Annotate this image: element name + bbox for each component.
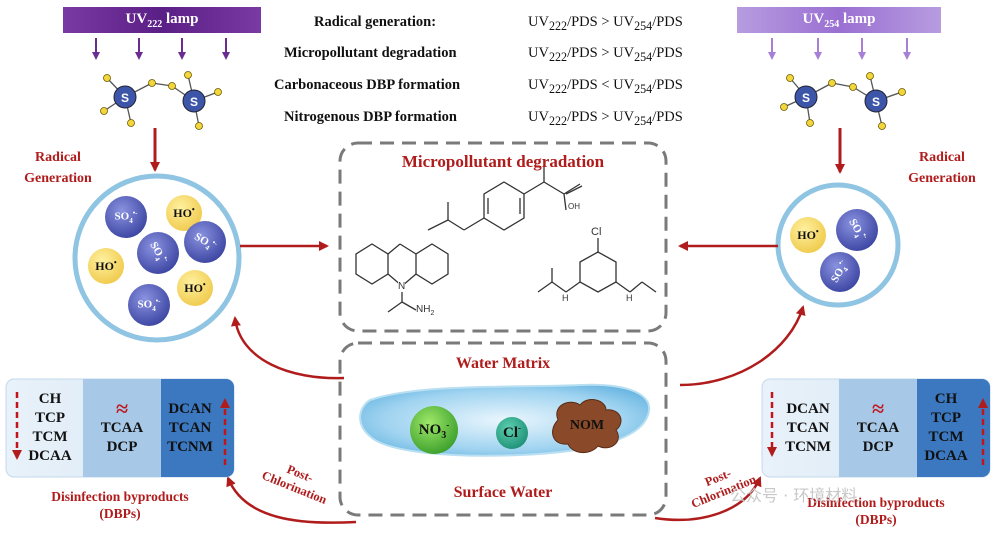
atrazine-h-label-2: H	[626, 293, 633, 303]
so4-radical-label-4: SO4•-	[137, 297, 161, 313]
dbp-caption-right: Disinfection byproducts(DBPs)	[807, 495, 945, 527]
svg-text:S: S	[190, 95, 198, 109]
molecule-atrazine	[537, 238, 657, 293]
right-radicals	[790, 209, 878, 292]
atrazine-h-label-1: H	[562, 293, 569, 303]
micropollutant-box	[338, 141, 668, 333]
comparison-row-2-label: Micropollutant degradation	[284, 45, 457, 61]
molecule-ibuprofen	[427, 166, 583, 231]
arrow-matrix-to-left-circle	[230, 316, 345, 380]
micropollutant-title: Micropollutant degradation	[401, 152, 605, 171]
persulfate-molecule-left: S S	[100, 71, 222, 130]
nitrate-label: NO3-	[418, 420, 450, 441]
carbamazepine-n-label: N	[398, 281, 406, 292]
post-chlorination-arrow-right	[654, 476, 762, 522]
comparison-row-4-label: Nitrogenous DBP formation	[284, 109, 457, 125]
arrow-matrix-to-right-circle	[679, 305, 806, 387]
ibuprofen-oh-label: OH	[568, 202, 580, 211]
uv222-arrows	[92, 38, 230, 60]
uv222-lamp-label: UV222 lamp	[125, 10, 199, 30]
comparison-row-4-value: UV222/PDS > UV254/PDS	[528, 109, 683, 128]
comparison-row-2-value: UV222/PDS > UV254/PDS	[528, 45, 683, 64]
chloride-label: Cl-	[503, 423, 521, 441]
comparison-row-3-label: Carbonaceous DBP formation	[274, 77, 461, 93]
molecule-carbamazepine	[355, 243, 449, 313]
atrazine-cl-label: Cl	[591, 226, 602, 238]
water-matrix-title: Water Matrix	[455, 355, 551, 372]
ho-radical-label-2: HO•	[95, 258, 117, 273]
svg-text:S: S	[121, 91, 129, 105]
left-radicals	[88, 195, 226, 326]
persulfate-molecule-right: S S	[780, 72, 906, 130]
chloride-ion	[496, 417, 528, 449]
carbamazepine-nh2-label: NH2	[416, 304, 435, 317]
dbp-box-left	[5, 378, 235, 478]
svg-text:S: S	[802, 91, 810, 105]
surface-water-label: Surface Water	[453, 484, 553, 501]
uv254-lamp-bar: UV254 lamp	[737, 7, 941, 33]
ho-radical-label-right: HO•	[797, 227, 819, 242]
comparison-row-3-value: UV222/PDS < UV254/PDS	[528, 77, 683, 96]
nitrate-ion	[410, 406, 458, 454]
comparison-row-1-label: Radical generation:	[314, 14, 437, 30]
uv254-arrows	[768, 38, 911, 60]
dbp-box-right	[761, 378, 991, 478]
water-matrix-box	[338, 341, 668, 517]
ho-radical-label-3: HO•	[184, 280, 206, 295]
nom-label: NOM	[569, 418, 605, 433]
nom-blob	[552, 399, 622, 453]
uv254-lamp-label: UV254 lamp	[802, 10, 876, 30]
dbp-caption-left: Disinfection byproducts(DBPs)	[51, 489, 189, 521]
post-chlorination-arrow-left	[226, 476, 357, 524]
comparison-row-1-value: UV222/PDS > UV254/PDS	[528, 14, 683, 33]
watermark: 公众号 · 环境材料	[730, 486, 858, 505]
uv222-lamp-bar: UV222 lamp	[63, 7, 261, 33]
so4-radical-label-1: SO4•-	[114, 209, 138, 225]
ho-radical-label-1: HO•	[173, 205, 195, 220]
svg-text:S: S	[872, 95, 880, 109]
